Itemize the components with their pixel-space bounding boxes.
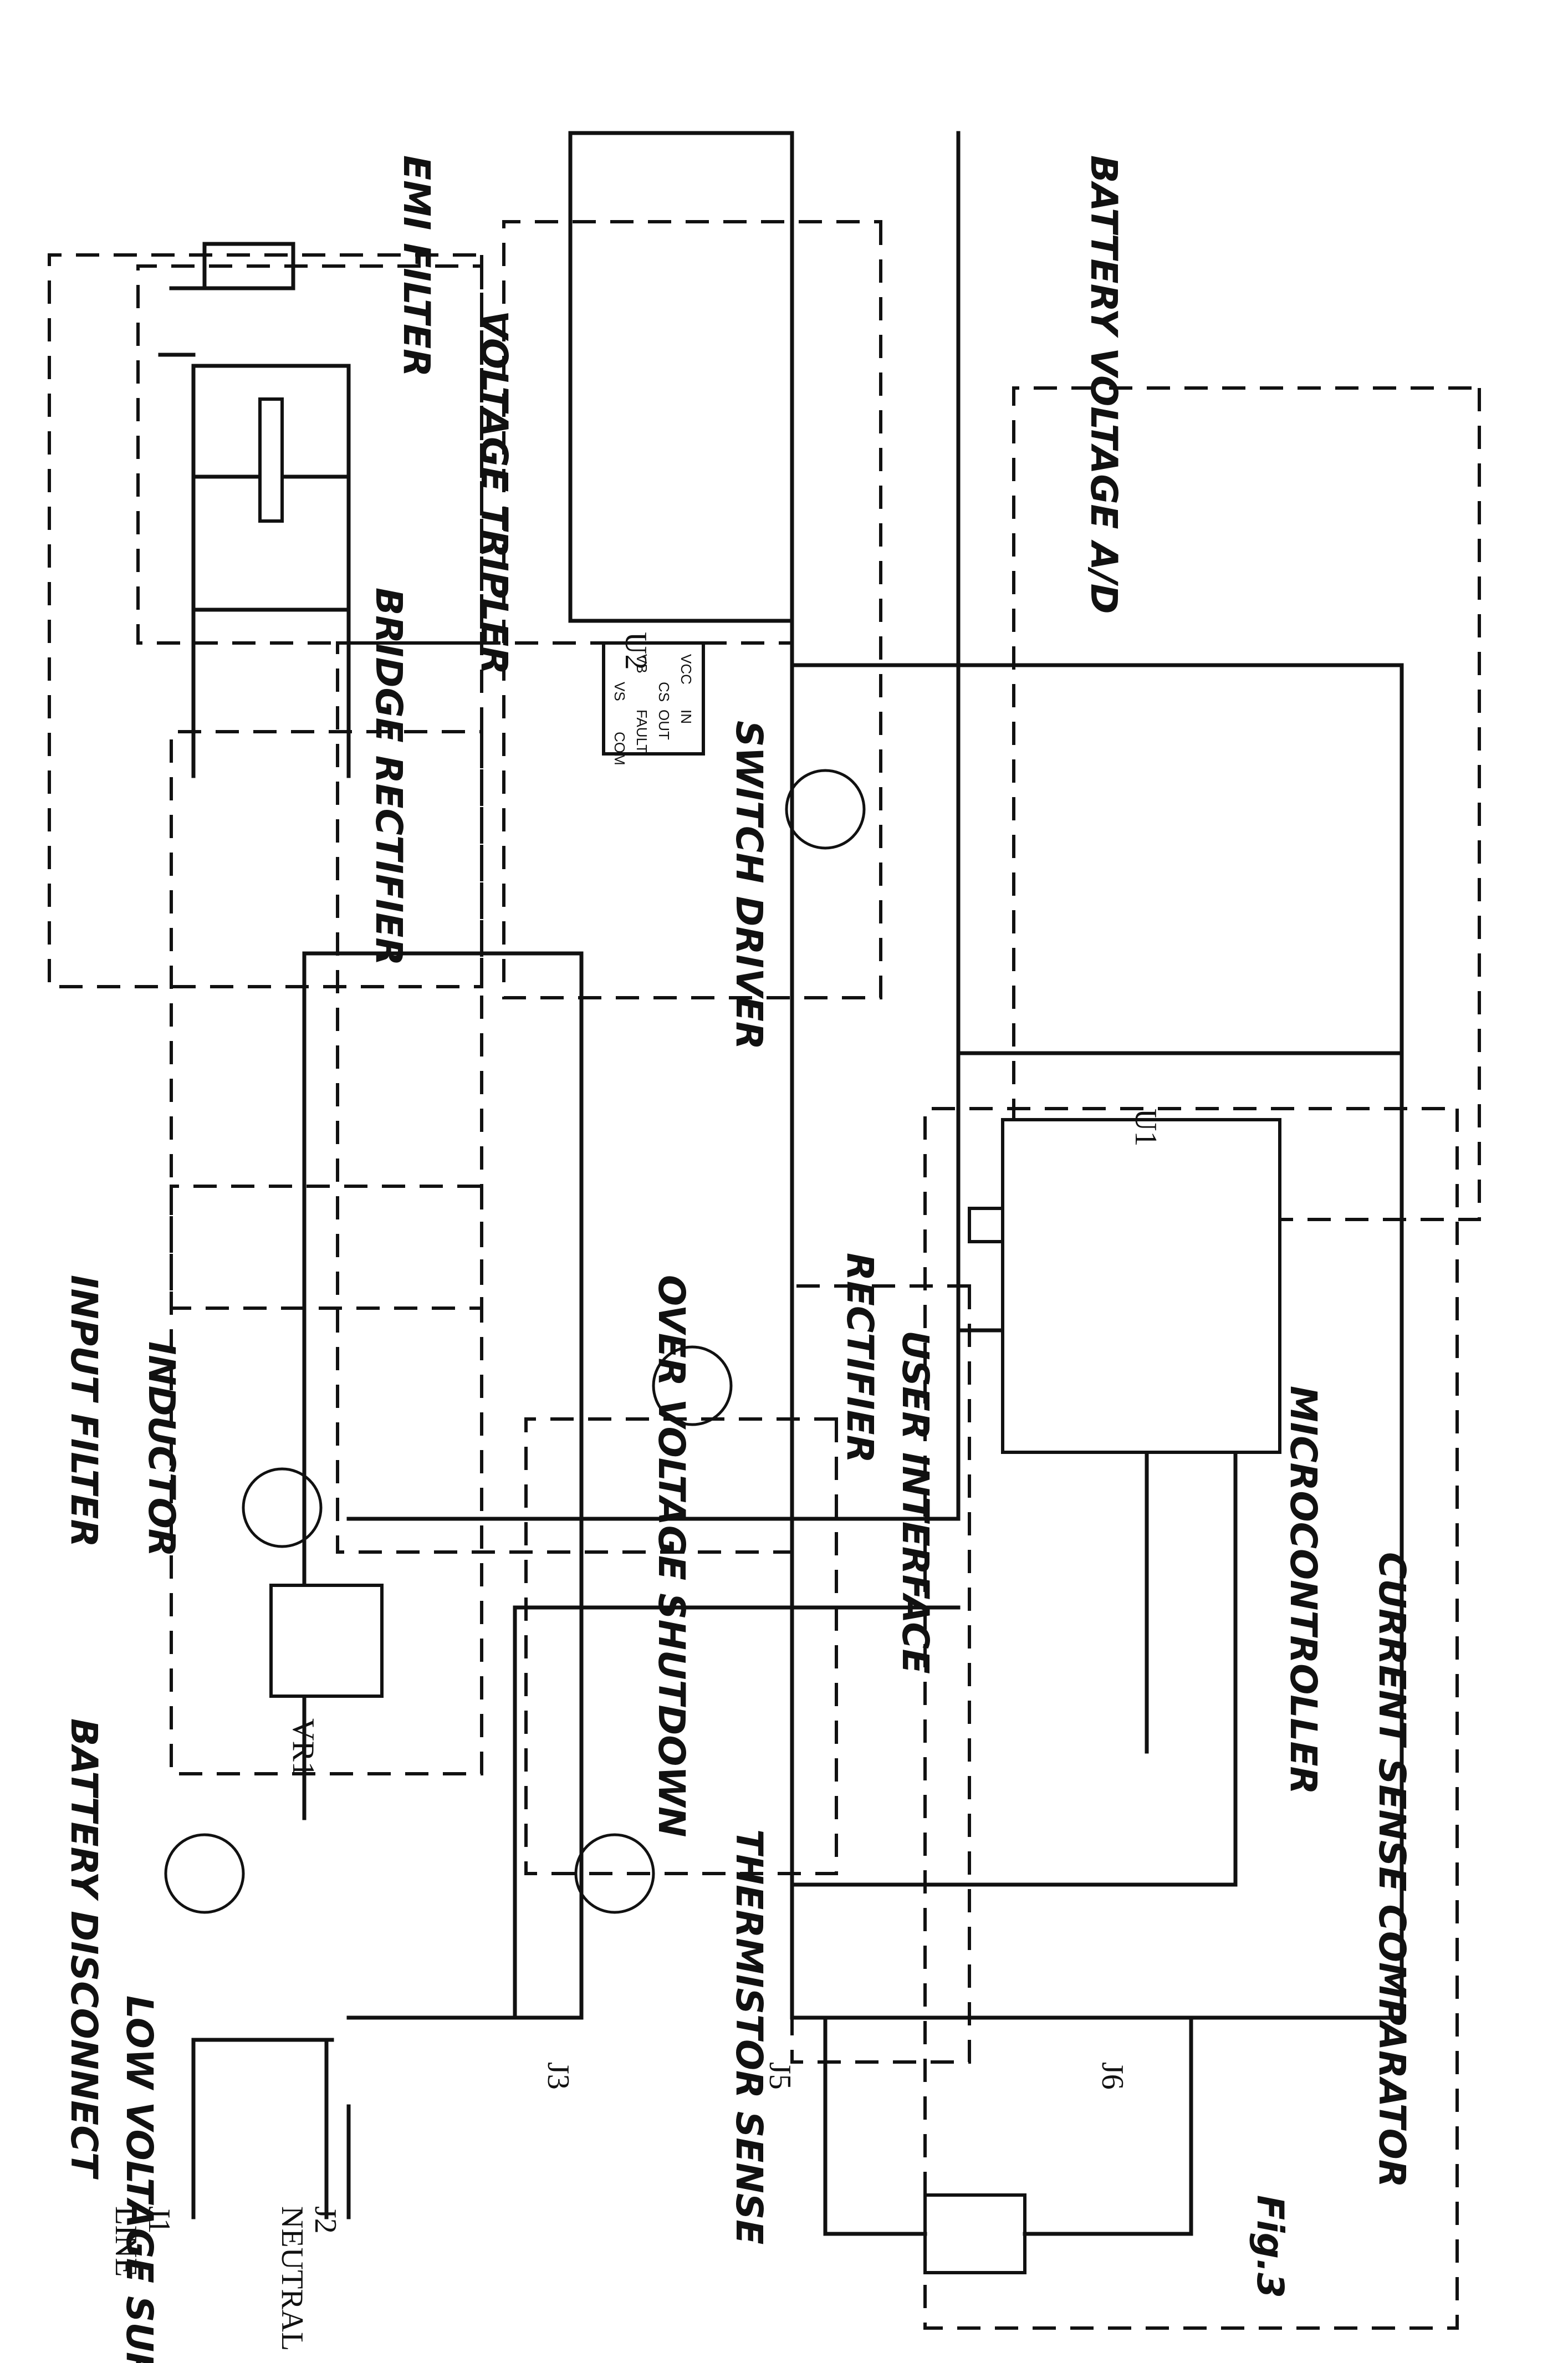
u1-chip [1001, 1118, 1281, 1454]
label-line: LINE [109, 2206, 143, 2277]
q8-symbol [164, 1833, 245, 1914]
label-thermistor-sense: THERMISTOR SENSE [728, 1829, 770, 2244]
label-u2: U2 [619, 632, 653, 670]
q9-symbol [574, 1833, 655, 1914]
q3-symbol [652, 1345, 733, 1426]
label-vr1: VR1 [286, 1718, 320, 1777]
label-low-voltage-supply: LOW VOLTAGE SUPPLY [118, 1995, 161, 2363]
u2-pin-label: IN [678, 710, 694, 724]
outline-input-filter [48, 253, 483, 988]
outline-thermistor-sense [524, 1417, 838, 1875]
labels: J1 LINE J2 NEUTRAL J3 J5 J6 INPUT FILTER… [63, 155, 1413, 2363]
u2-pin-label: COM [611, 732, 628, 765]
q7-symbol [242, 1467, 323, 1548]
label-j1: J1 [142, 2206, 176, 2234]
label-j5: J5 [763, 2062, 797, 2090]
label-bridge-rectifier: BRIDGE RECTIFIER [367, 588, 410, 966]
outline-current-sense [923, 1107, 1459, 2330]
label-switch-driver: SWITCH DRIVER [728, 721, 770, 1050]
u2-pin-label: OUT [656, 710, 672, 740]
outline-low-voltage-supply [170, 1185, 483, 1775]
transistors [164, 769, 866, 1914]
label-inductor: INDUCTOR [140, 1341, 183, 1557]
input-section [158, 242, 351, 2219]
q5-symbol [785, 769, 866, 850]
label-battery-voltage-ad: BATTERY VOLTAGE A/D [1082, 155, 1125, 614]
label-j2: J2 [308, 2206, 343, 2234]
label-current-sense: CURRENT SENSE COMPARATOR [1371, 1552, 1413, 2188]
label-rectifier: RECTIFIER [839, 1253, 881, 1463]
u2-pin-label: VB [634, 654, 650, 673]
label-microcontroller: MICROCONTROLLER [1282, 1386, 1325, 1794]
label-u1: U1 [1128, 1109, 1163, 1146]
label-j3: J3 [541, 2062, 575, 2090]
label-emi-filter: EMI FILTER [395, 155, 438, 377]
label-input-filter: INPUT FILTER [63, 1275, 105, 1547]
outline-voltage-tripler [502, 220, 882, 999]
label-figure: Fig.3 [1249, 2195, 1291, 2298]
u2-chip: VCC VB IN OUT FAULT CS COM VS [602, 641, 705, 765]
label-user-interface: USER INTERFACE [894, 1330, 937, 1674]
label-voltage-tripler: VOLTAGE TRIPLER [473, 310, 515, 675]
vr1-regulator [269, 1584, 384, 1698]
u2-pin-label: VS [611, 682, 628, 701]
label-j6: J6 [1095, 2062, 1130, 2090]
transformer-L2 [258, 397, 284, 523]
u2-pin-label: CS [656, 682, 672, 702]
u2-pin-label: VCC [678, 654, 694, 685]
power-wires [302, 131, 1404, 2020]
x1-crystal [968, 1207, 1004, 1243]
u2-pin-label: FAULT [634, 710, 650, 753]
label-battery-disconnect: BATTERY DISCONNECT [63, 1718, 105, 2180]
label-over-voltage-shutdown: OVER VOLTAGE SHUTDOWN [650, 1275, 693, 1837]
label-neutral: NEUTRAL [275, 2206, 309, 2351]
outline-battery-disconnect [170, 730, 483, 1310]
battery-block-14 [923, 2193, 1026, 2274]
